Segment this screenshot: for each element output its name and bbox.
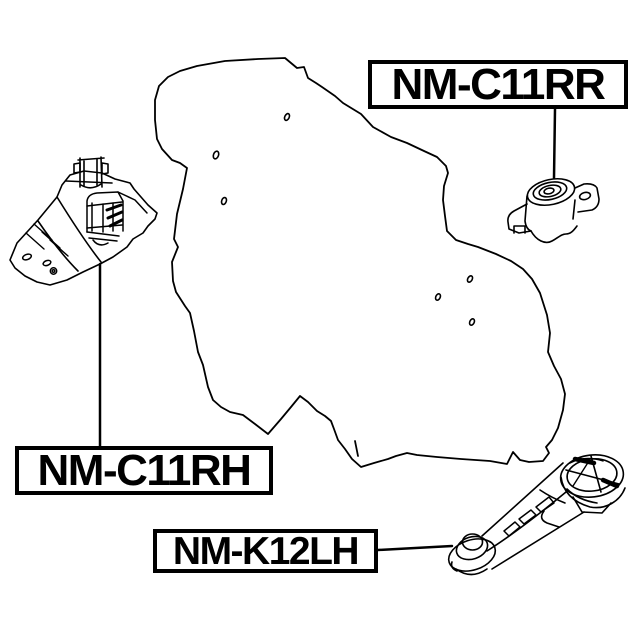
engine-block-outline bbox=[154, 57, 566, 468]
mount-rubber-rings bbox=[526, 177, 576, 207]
torque-rod-drawing bbox=[447, 454, 626, 576]
rear-engine-mount-drawing bbox=[507, 177, 600, 244]
leader-line-nm-k12lh bbox=[376, 544, 454, 552]
engine-detail-stub bbox=[354, 440, 359, 457]
torque-rod-big-bushing bbox=[559, 454, 626, 514]
leader-line-nm-c11rr bbox=[552, 107, 557, 180]
torque-rod-small-bushing bbox=[447, 533, 497, 576]
mount-bolt-holes bbox=[21, 253, 58, 275]
mount-ribs bbox=[25, 223, 69, 257]
right-engine-mount-drawing bbox=[9, 156, 158, 286]
engine-bolt-holes bbox=[212, 112, 476, 327]
mount-body-outline bbox=[9, 170, 158, 286]
engine-outline-path bbox=[154, 57, 566, 468]
part-label-nm-c11rr: NM-C11RR bbox=[368, 60, 628, 109]
leader-lines bbox=[98, 107, 557, 552]
mount-core-detail bbox=[86, 191, 148, 246]
part-label-nm-k12lh: NM-K12LH bbox=[153, 529, 378, 573]
torque-rod-slots bbox=[503, 496, 555, 537]
part-label-nm-c11rh: NM-C11RH bbox=[15, 446, 273, 495]
